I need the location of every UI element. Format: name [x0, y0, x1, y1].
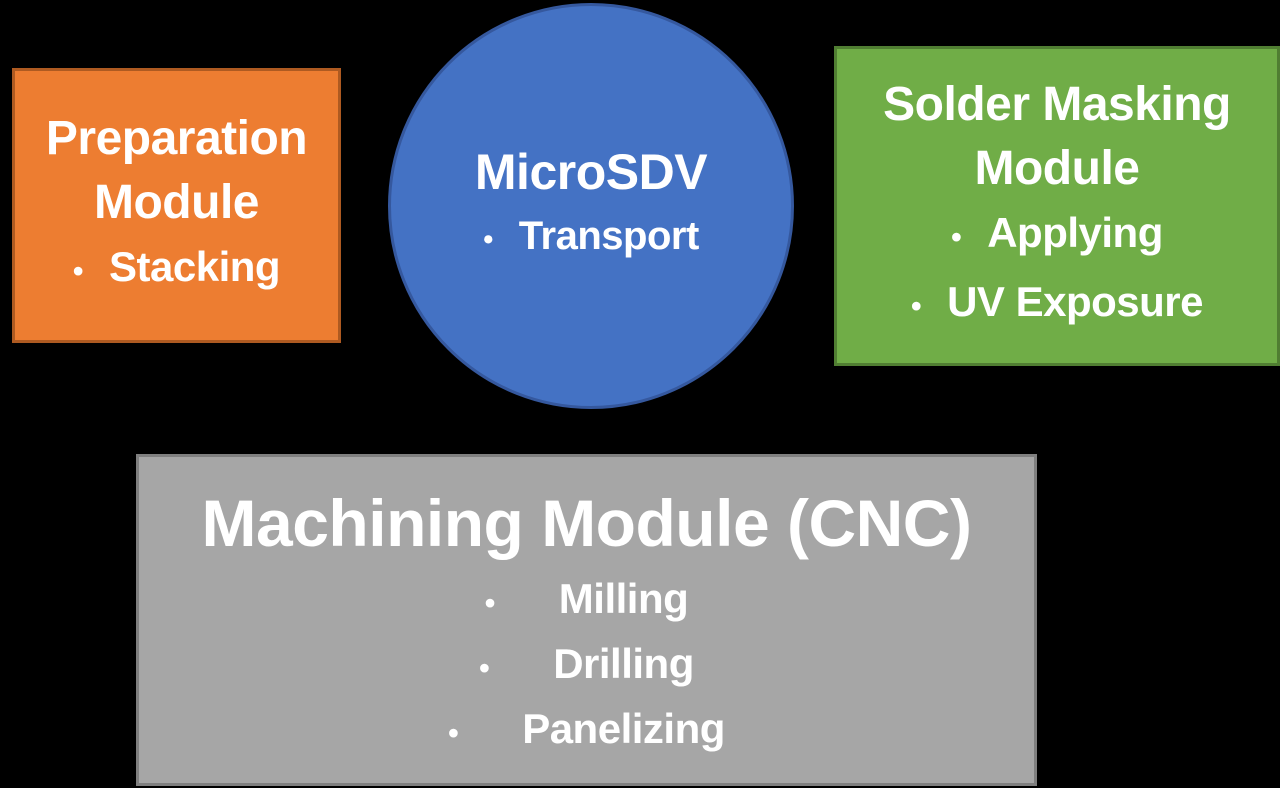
- solder-masking-title-line1: Solder Masking: [883, 78, 1231, 131]
- bullet-icon: •: [72, 255, 84, 288]
- solder-masking-module-box: Solder Masking Module • Applying • UV Ex…: [834, 46, 1280, 366]
- bullet-icon: •: [448, 716, 459, 750]
- microsdv-circle: MicroSDV • Transport: [388, 3, 794, 409]
- bullet-icon: •: [910, 290, 922, 323]
- machining-module-box: Machining Module (CNC) • Milling • Drill…: [136, 454, 1037, 786]
- microsdv-bullet-transport: • Transport: [483, 204, 699, 272]
- bullet-label: Panelizing: [522, 704, 725, 752]
- bullet-icon: •: [484, 586, 496, 620]
- bullet-label: Transport: [518, 214, 699, 258]
- bullet-label: Applying: [987, 209, 1163, 256]
- preparation-module-title-line2: Module: [94, 176, 259, 229]
- preparation-module-box: Preparation Module • Stacking: [12, 68, 341, 343]
- bullet-icon: •: [951, 221, 962, 254]
- microsdv-title: MicroSDV: [474, 144, 708, 200]
- preparation-module-title-line1: Preparation: [45, 112, 308, 165]
- solder-bullet-applying: • Applying: [951, 201, 1163, 270]
- bullet-icon: •: [479, 651, 490, 685]
- bullet-label: UV Exposure: [947, 278, 1203, 325]
- machining-bullet-milling: • Milling: [485, 569, 689, 634]
- machining-module-title: Machining Module (CNC): [201, 485, 972, 560]
- solder-masking-title-line2: Module: [974, 142, 1140, 195]
- bullet-label: Milling: [558, 574, 689, 622]
- bullet-label: Drilling: [553, 639, 694, 687]
- bullet-label: Stacking: [109, 243, 281, 290]
- machining-bullet-panelizing: • Panelizing: [448, 699, 725, 764]
- machining-bullet-drilling: • Drilling: [479, 634, 694, 699]
- bullet-icon: •: [483, 224, 493, 256]
- solder-bullet-uv-exposure: • UV Exposure: [910, 270, 1204, 339]
- preparation-bullet-stacking: • Stacking: [72, 235, 281, 304]
